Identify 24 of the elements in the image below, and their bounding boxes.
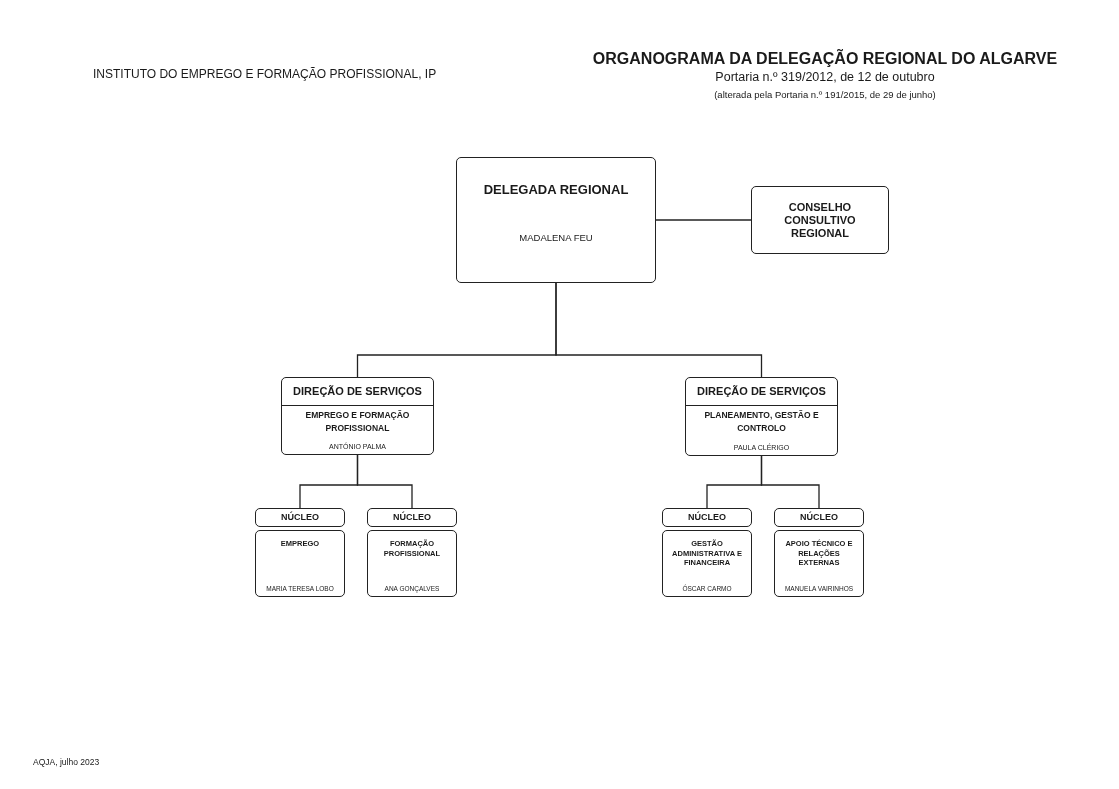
department-name: EMPREGO E FORMAÇÃO PROFISSIONAL [304,409,411,435]
unit-header: NÚCLEO [255,508,345,527]
unit-header: NÚCLEO [367,508,457,527]
department-box [685,377,838,456]
position-box [456,157,656,283]
position-title: DELEGADA REGIONAL [482,182,630,197]
connector-line [760,455,820,509]
position-box [751,186,889,254]
department-name: PLANEAMENTO, GESTÃO E CONTROLO [703,409,820,435]
department-box [281,377,434,455]
institute-name: INSTITUTO DO EMPREGO E FORMAÇÃO PROFISSIONAL, IP [93,67,437,81]
subtitle: Portaria n.º 319/2012, de 12 de outubro [714,70,936,84]
unit-header: NÚCLEO [774,508,864,527]
position-title: CONSELHO CONSULTIVO REGIONAL [783,200,857,240]
department-title: DIREÇÃO DE SERVIÇOS [282,378,433,406]
unit-header: NÚCLEO [662,508,752,527]
department-title: DIREÇÃO DE SERVIÇOS [686,378,837,406]
subtitle-note: (alterada pela Portaria n.º 191/2015, de 29 de junho) [713,89,937,100]
connector-line [356,454,413,509]
person-name: MADALENA FEU [518,232,594,243]
chart-title: ORGANOGRAMA DA DELEGAÇÃO REGIONAL DO ALGARVE [591,50,1059,68]
footer-note: AQJA, julho 2023 [33,757,100,767]
connector-line [555,282,763,378]
connector-line [655,219,752,221]
